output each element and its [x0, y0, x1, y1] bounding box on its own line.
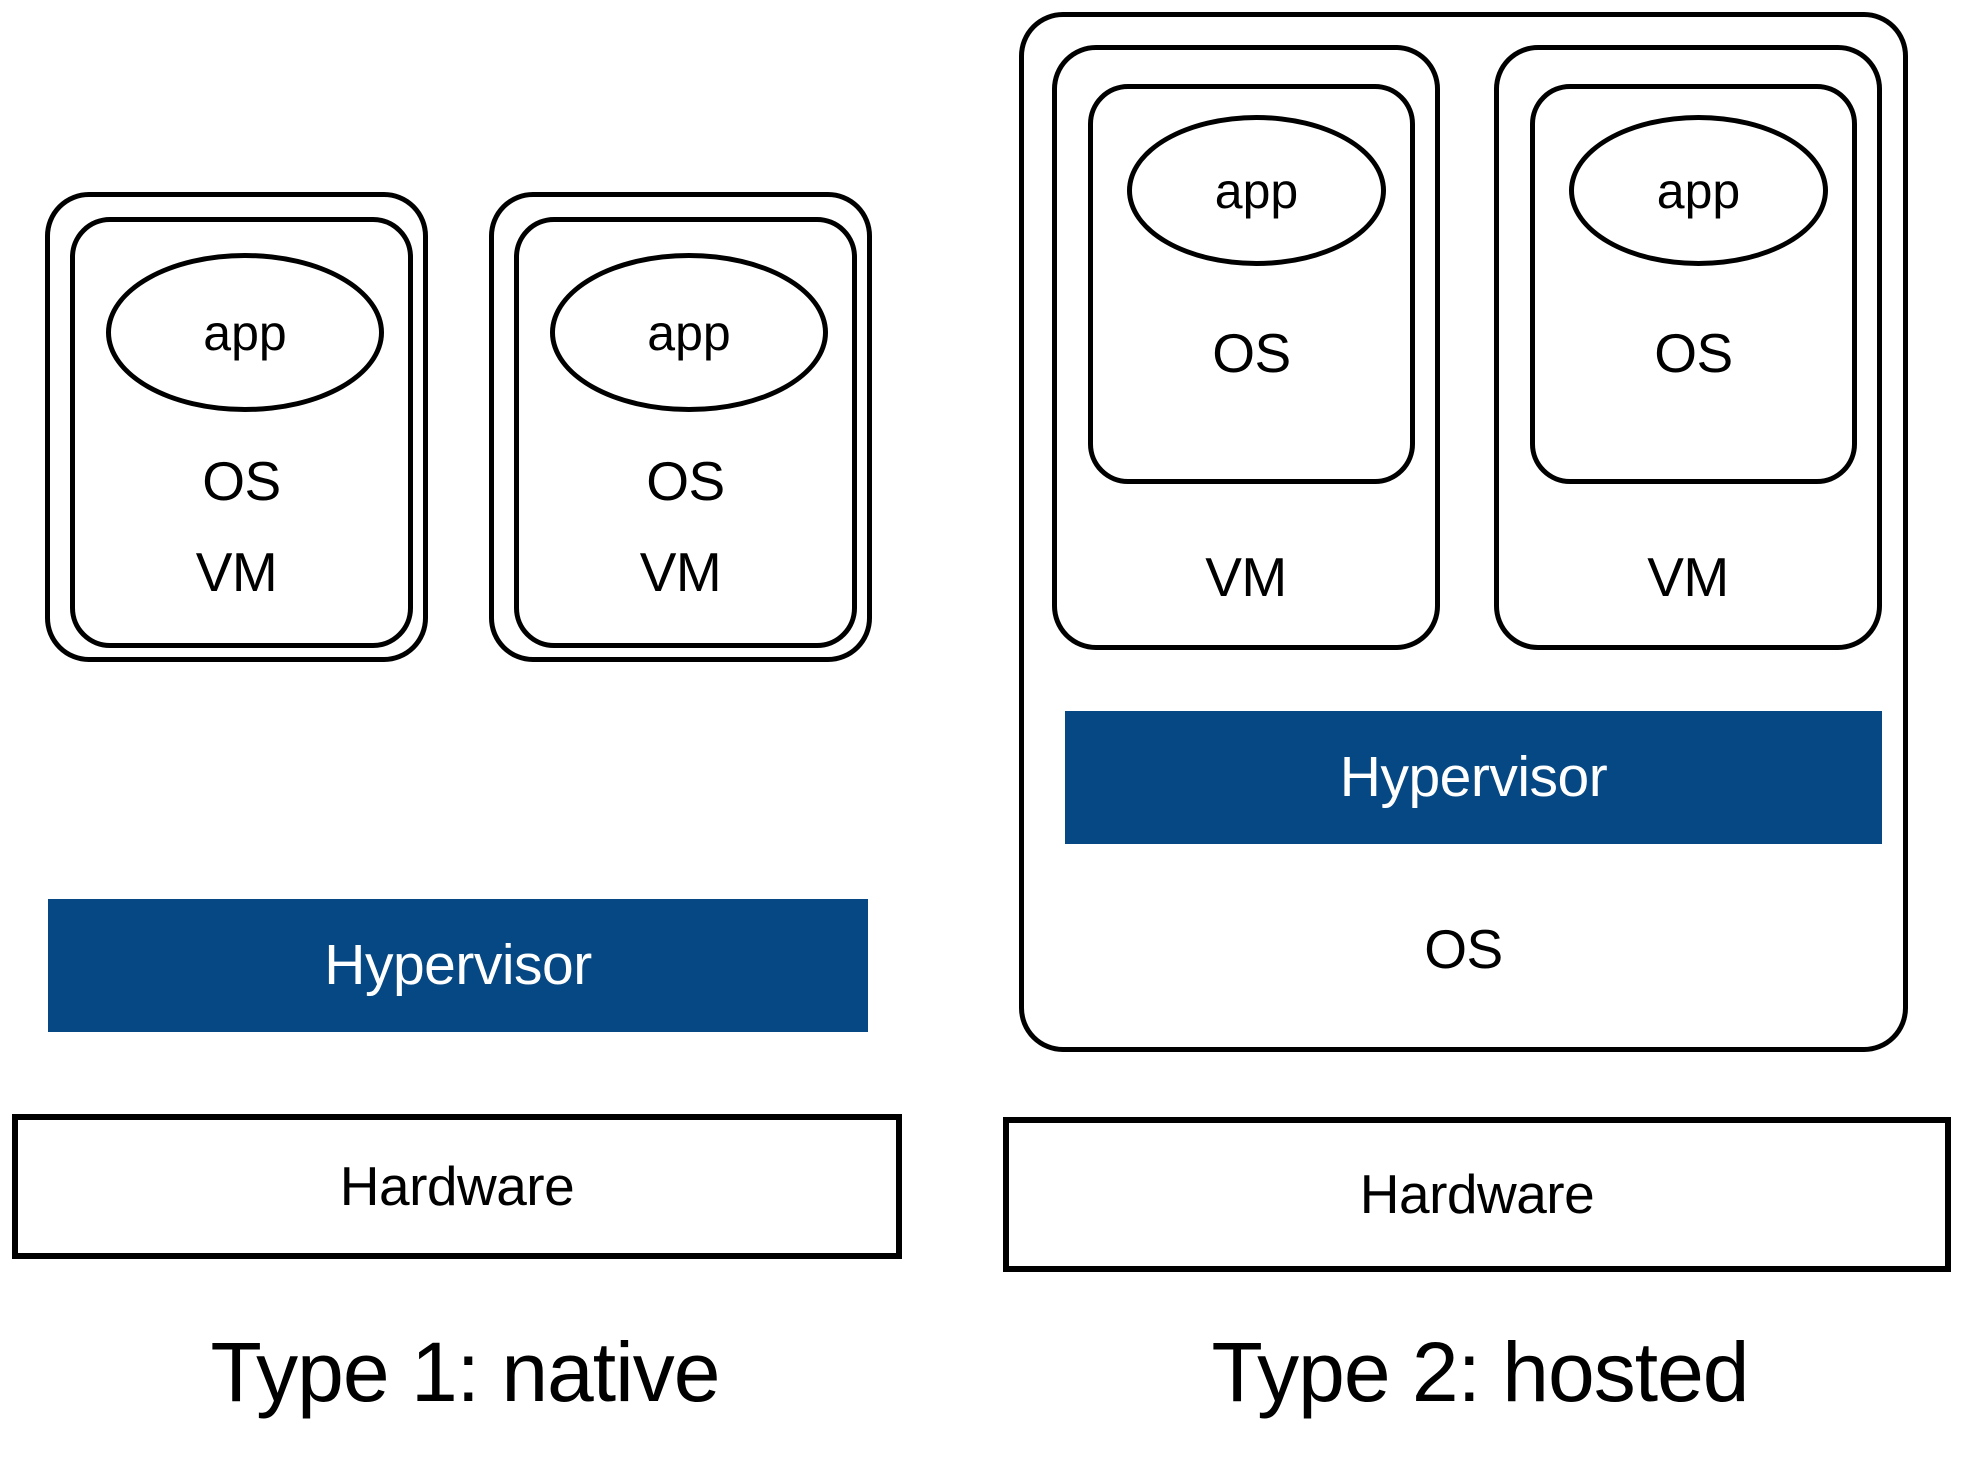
type2-vm-1-label: VM [1205, 546, 1287, 608]
type1-hypervisor-label: Hypervisor [324, 933, 592, 997]
type1-hardware-label: Hardware [339, 1155, 575, 1217]
type1-vm-2-os-label: OS [646, 450, 725, 512]
type1-caption: Type 1: native [210, 1325, 721, 1419]
type2-vm-1-app-ellipse[interactable]: app [1127, 115, 1386, 266]
type2-hardware-label: Hardware [1359, 1163, 1595, 1225]
type1-vm-2-app-ellipse[interactable]: app [550, 253, 828, 412]
type2-vm-1-os-box[interactable]: app OS [1088, 84, 1415, 484]
type1-vm-1-app-label: app [203, 304, 287, 361]
type2-vm-1[interactable]: app OS VM [1052, 45, 1440, 650]
panel-type1: app OS VM app OS VM Hypervisor Hardware [0, 0, 930, 1481]
type2-hypervisor-bar[interactable]: Hypervisor [1065, 711, 1882, 844]
type2-host-os-box[interactable]: app OS VM app OS VM Hypervisor [1019, 12, 1908, 1052]
type2-host-os-label: OS [1424, 918, 1503, 980]
type2-vm-1-os-label: OS [1212, 322, 1291, 384]
type2-vm-2-app-label: app [1656, 162, 1741, 219]
type2-caption: Type 2: hosted [1211, 1325, 1749, 1419]
type2-hypervisor-label: Hypervisor [1339, 745, 1608, 809]
type2-vm-2-os-label: OS [1654, 322, 1733, 384]
panel-type2: app OS VM app OS VM Hypervisor [1000, 0, 1985, 1481]
type2-vm-2-os-box[interactable]: app OS [1530, 84, 1857, 484]
type2-vm-2-app-ellipse[interactable]: app [1569, 115, 1828, 266]
type1-hypervisor-bar[interactable]: Hypervisor [48, 899, 868, 1032]
type2-vm-2-label: VM [1647, 546, 1729, 608]
type1-hardware-box[interactable]: Hardware [12, 1114, 902, 1259]
type1-vm-1-app-ellipse[interactable]: app [106, 253, 384, 412]
type1-vm-2-os-box[interactable]: app OS [514, 217, 857, 648]
type1-vm-2-app-label: app [647, 304, 731, 361]
type1-vm-1[interactable]: app OS VM [45, 192, 428, 662]
type2-hardware-box[interactable]: Hardware [1003, 1117, 1951, 1272]
type2-vm-1-app-label: app [1214, 162, 1299, 219]
type1-vm-1-os-label: OS [202, 450, 281, 512]
type1-vm-1-os-box[interactable]: app OS [70, 217, 413, 648]
type2-vm-2[interactable]: app OS VM [1494, 45, 1882, 650]
type1-vm-2[interactable]: app OS VM [489, 192, 872, 662]
type1-vm-2-label: VM [639, 541, 722, 603]
type1-vm-1-label: VM [195, 541, 278, 603]
